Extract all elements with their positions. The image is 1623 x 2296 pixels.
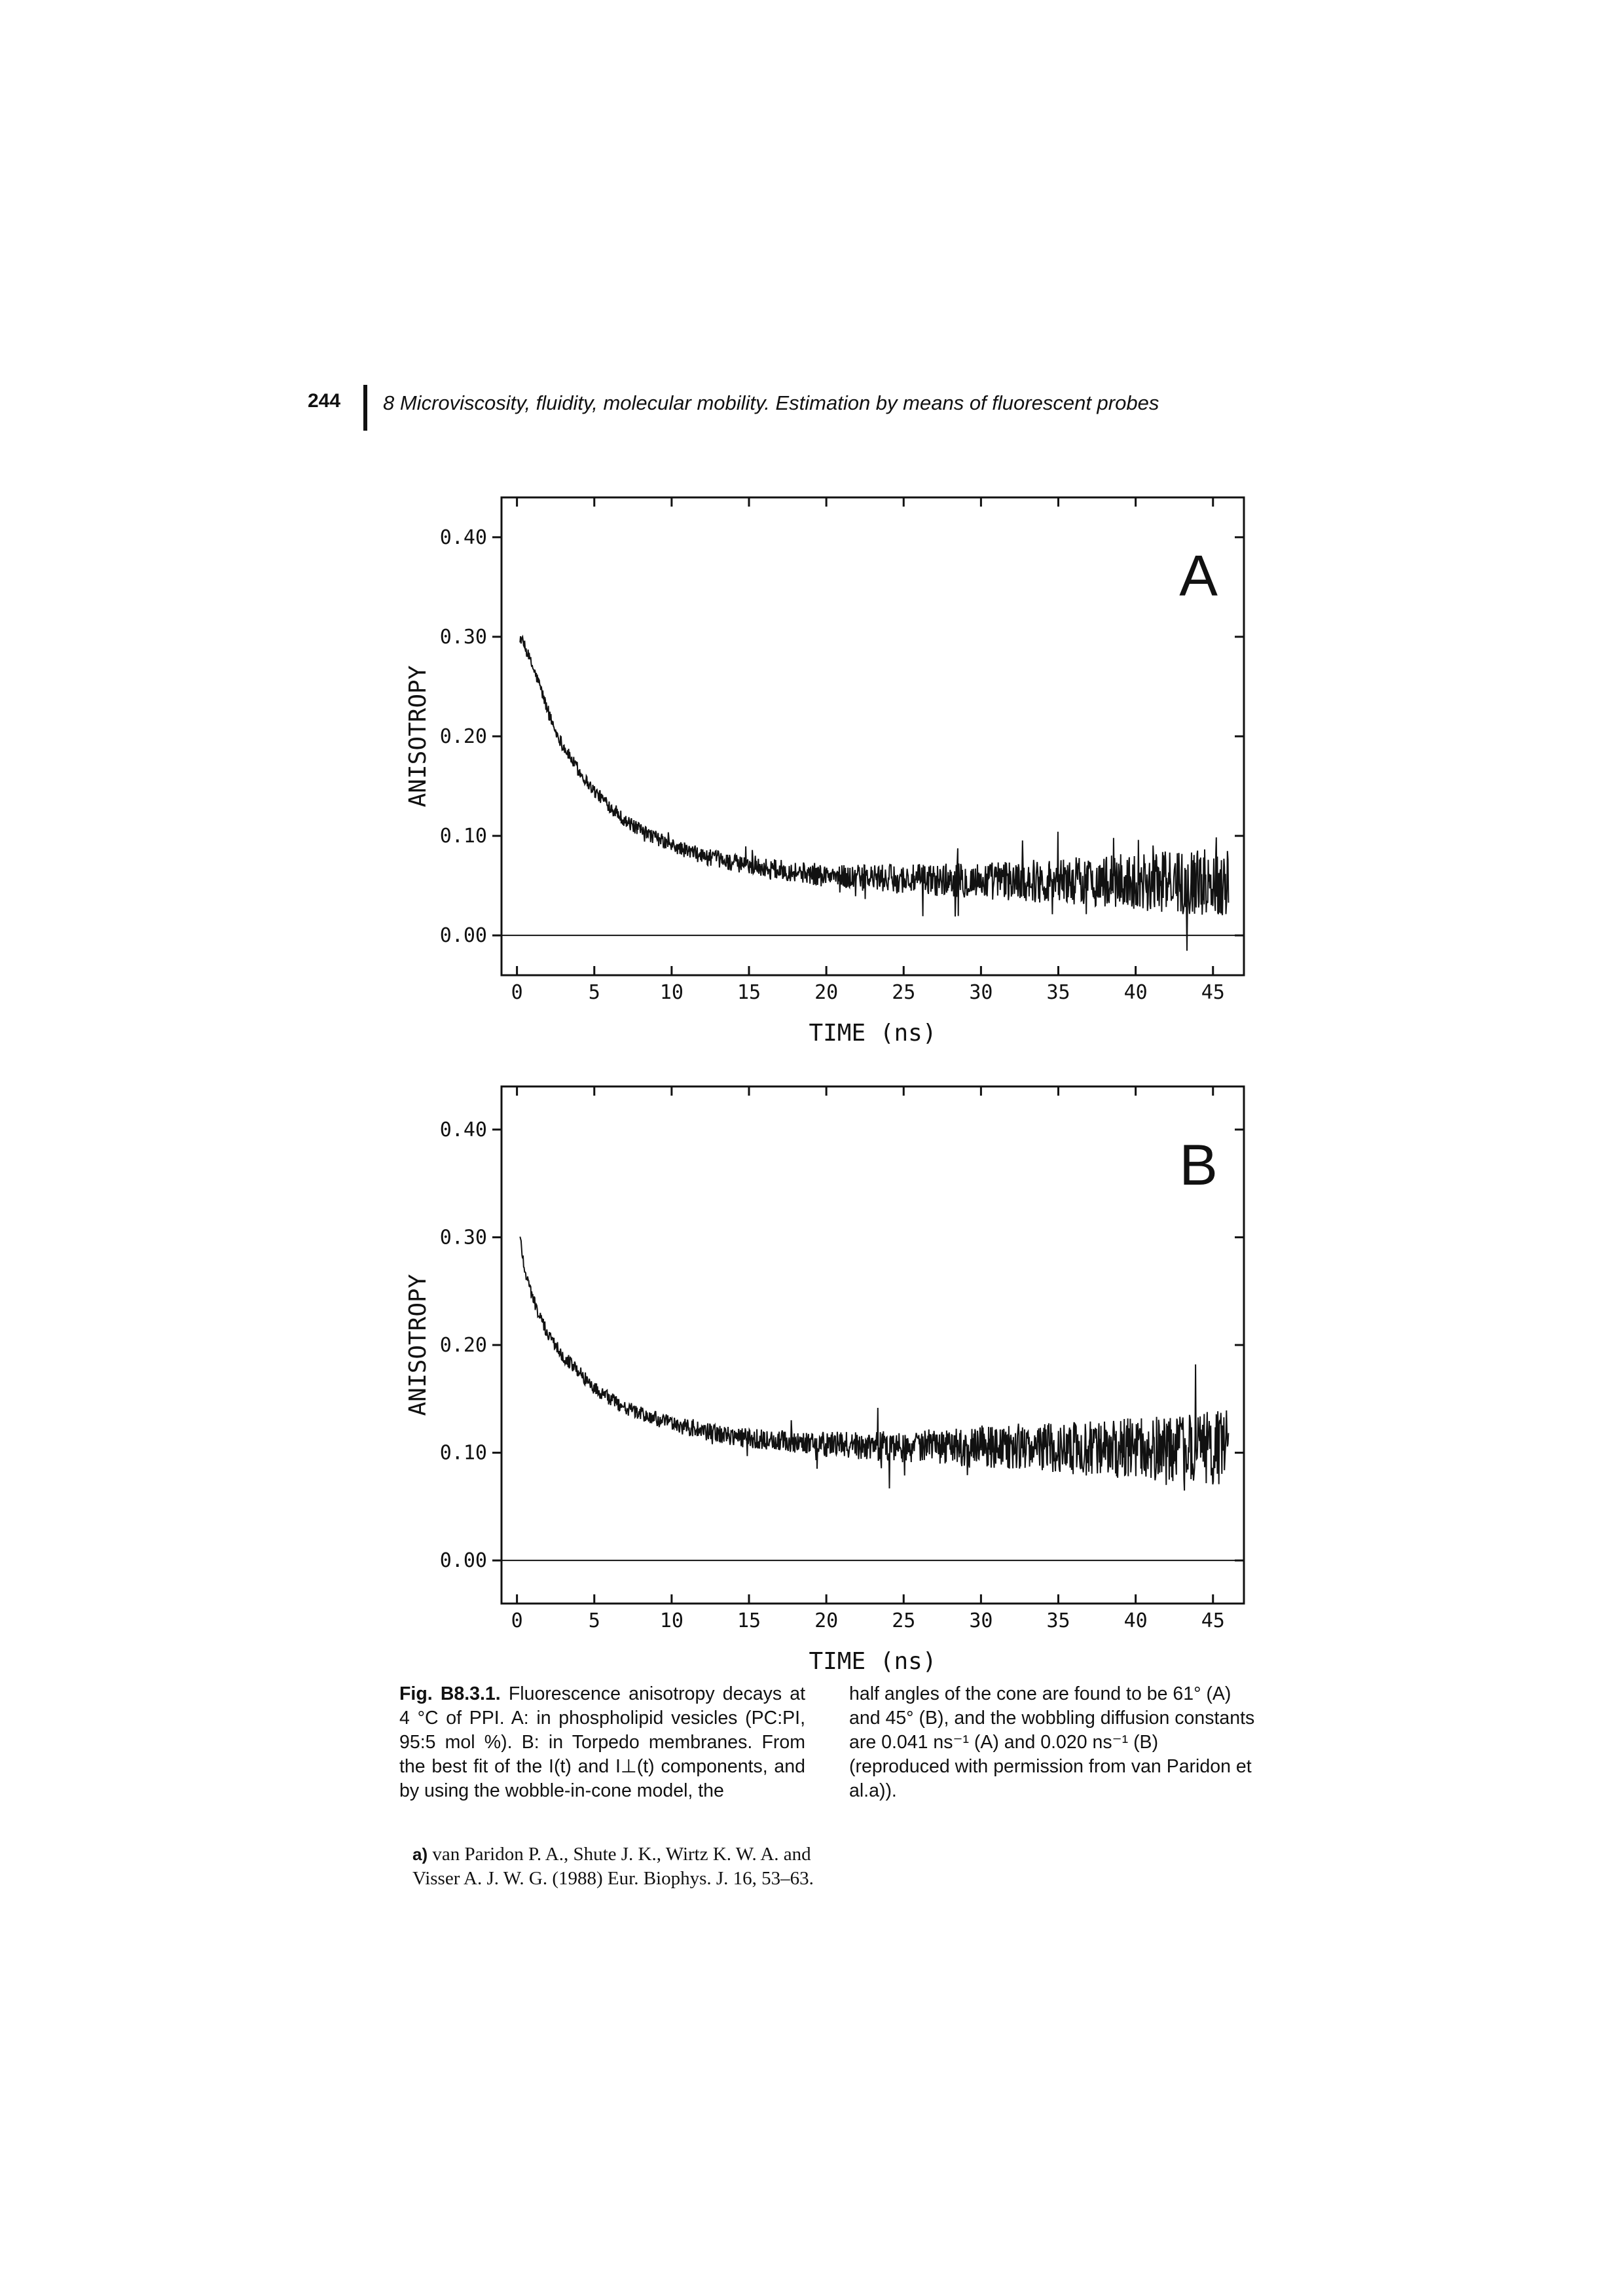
page-number: 244 xyxy=(308,390,341,412)
chart-0-y-axis-title: ANISOTROPY xyxy=(405,665,431,807)
reference-marker: a) xyxy=(412,1844,428,1864)
caption-text-left: Fluorescence anisotropy decays at 4 °C o… xyxy=(399,1683,805,1801)
chart-1-y-tick-label: 0.40 xyxy=(440,1119,487,1141)
chart-1-y-tick-label: 0.00 xyxy=(440,1549,487,1572)
figure-caption-left: Fig. B8.3.1. Fluorescence anisotropy dec… xyxy=(399,1682,805,1803)
chart-0-x-tick-label: 25 xyxy=(892,981,915,1004)
chart-1-plot-frame xyxy=(500,1085,1245,1605)
figure-caption-right: half angles of the cone are found to be … xyxy=(849,1682,1255,1803)
chart-0-y-tick-label: 0.30 xyxy=(440,626,487,649)
chart-0-x-tick-label: 35 xyxy=(1046,981,1070,1004)
chart-0-x-tick-label: 5 xyxy=(589,981,600,1004)
chart-0-panel-label: A xyxy=(1179,543,1218,608)
chart-0-x-axis-title: TIME (ns) xyxy=(809,1020,936,1047)
chart-1-decay-trace xyxy=(519,1236,1230,1491)
chart-1-y-tick-label: 0.30 xyxy=(440,1226,487,1249)
chart-0-x-tick-label: 0 xyxy=(511,981,523,1004)
chart-1-x-tick-label: 30 xyxy=(969,1609,993,1632)
chart-0-y-tick-label: 0.40 xyxy=(440,526,487,549)
chart-1-panel-label: B xyxy=(1179,1132,1218,1197)
header-rule xyxy=(363,385,367,431)
chart-1-x-axis-title: TIME (ns) xyxy=(809,1648,936,1675)
chart-b-svg: 0.00 0.10 0.20 0.30 0.40 0 5 10 15 20 25 30 35 40 45TI… xyxy=(405,1085,1245,1675)
chart-0-x-tick-label: 20 xyxy=(814,981,838,1004)
chart-1-x-tick-label: 40 xyxy=(1124,1609,1148,1632)
chart-0-y-tick-label: 0.20 xyxy=(440,725,487,748)
chart-1-x-tick-label: 0 xyxy=(511,1609,523,1632)
chart-1-x-tick-label: 5 xyxy=(589,1609,600,1632)
chart-0-y-tick-label: 0.00 xyxy=(440,924,487,947)
chart-0-x-tick-label: 15 xyxy=(737,981,761,1004)
running-title: 8 Microviscosity, fluidity, molecular mo… xyxy=(383,391,1159,414)
chart-0-x-tick-label: 30 xyxy=(969,981,993,1004)
chart-0-decay-trace xyxy=(519,634,1230,951)
figure-label: Fig. B8.3.1. xyxy=(399,1683,501,1704)
chart-0-y-tick-label: 0.10 xyxy=(440,825,487,848)
chart-1-x-tick-label: 10 xyxy=(660,1609,684,1632)
chart-1-x-tick-label: 25 xyxy=(892,1609,915,1632)
chart-1-y-axis-title: ANISOTROPY xyxy=(405,1274,431,1416)
chart-1-x-tick-label: 35 xyxy=(1046,1609,1070,1632)
chart-0-x-tick-label: 10 xyxy=(660,981,684,1004)
chart-1-x-tick-label: 20 xyxy=(814,1609,838,1632)
chart-a-svg: 0.00 0.10 0.20 0.30 0.40 0 5 10 15 20 25 30 35 40 45TI… xyxy=(405,496,1245,1047)
chart-1-x-tick-label: 45 xyxy=(1201,1609,1225,1632)
chart-1-y-tick-label: 0.20 xyxy=(440,1334,487,1357)
chart-0-x-tick-label: 45 xyxy=(1201,981,1225,1004)
reference-text: van Paridon P. A., Shute J. K., Wirtz K.… xyxy=(412,1844,814,1889)
chart-0-x-tick-label: 40 xyxy=(1124,981,1148,1004)
running-header: 244 8 Microviscosity, fluidity, molecula… xyxy=(308,385,1159,431)
chart-1-x-tick-label: 15 xyxy=(737,1609,761,1632)
chart-1-y-tick-label: 0.10 xyxy=(440,1442,487,1465)
reference-footnote: a) van Paridon P. A., Shute J. K., Wirtz… xyxy=(412,1842,818,1891)
caption-text-right: half angles of the cone are found to be … xyxy=(849,1683,1255,1801)
